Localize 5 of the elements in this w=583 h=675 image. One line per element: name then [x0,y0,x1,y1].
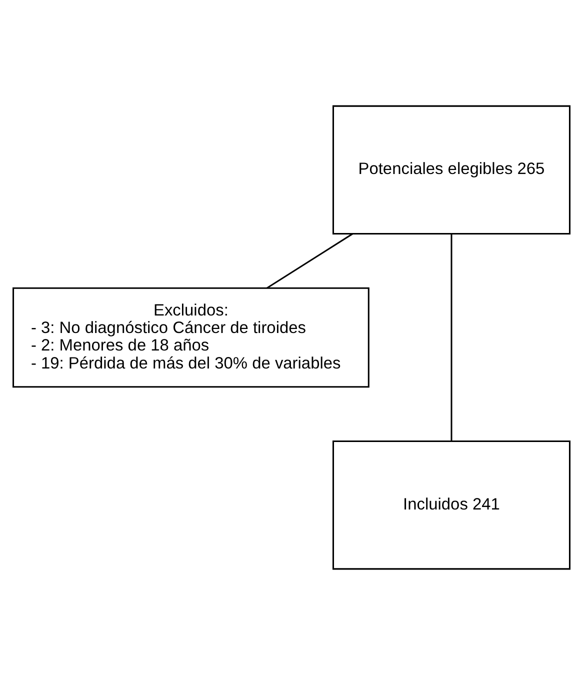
node-box: Excluidos: - 3: No diagnóstico Cáncer de tiroides - 2: Menores de 18 años - 19: Pérdida de más del 30% de variables [12,287,370,388]
connector [450,234,452,442]
node-box: Incluidos 241 [332,440,570,570]
connector [266,233,354,289]
node-box: Potenciales elegibles 265 [332,105,570,235]
